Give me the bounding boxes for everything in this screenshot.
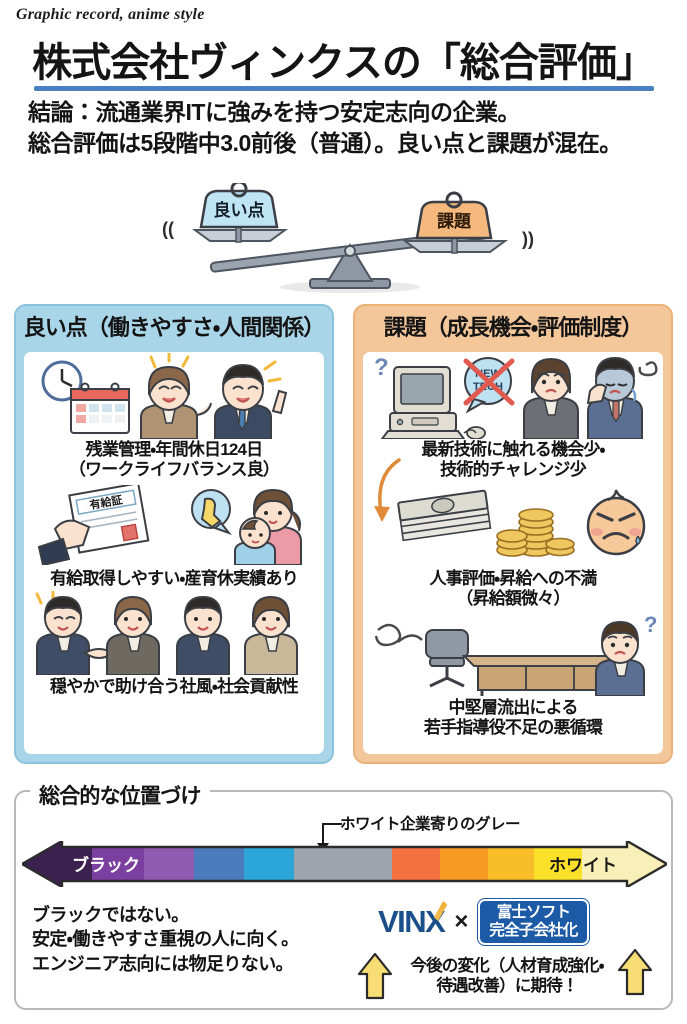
- callout-stem: [322, 823, 324, 845]
- spectrum-band-2: [144, 841, 194, 887]
- challenge-item-2-line1: 人事評価・昇給への不満: [429, 568, 598, 588]
- good-item-3: 穏やかで助け合う社風・社会貢献性: [24, 589, 324, 697]
- good-item-1-line2: （ワークライフバランス良）: [68, 460, 280, 480]
- times-symbol: ×: [454, 908, 469, 935]
- challenge-item-2: 人事評価・昇給への不満 （昇給額微々）: [363, 481, 663, 610]
- vinx-logo: VINX: [378, 901, 448, 940]
- panel-good-points: 良い点（働きやすさ・人間関係）: [14, 304, 334, 764]
- up-arrow-right-icon: [618, 948, 652, 996]
- good-item-3-line1: 穏やかで助け合う社風・社会貢献性: [50, 677, 299, 697]
- motion-mark-left: ((: [162, 219, 174, 239]
- balance-left-label: 良い点: [214, 200, 265, 220]
- spectrum-band-8: [488, 841, 534, 887]
- verdict-line-1: ブラックではない。: [32, 905, 189, 925]
- overall-position-legend: 総合的な位置づけ: [30, 780, 210, 810]
- challenge-item-3-text: 中堅層流出による 若手指導役不足の悪循環: [363, 698, 663, 739]
- company-logo-row: VINX × 富士ソフト 完全子会社化: [378, 899, 648, 945]
- spectrum-band-7: [440, 841, 488, 887]
- fujisoft-subsidiary-badge: 富士ソフト 完全子会社化: [478, 899, 589, 945]
- old-computer-new-tech-crossed-worried-people-icon: ? NEW: [363, 352, 663, 440]
- challenge-item-1-text: 最新技術に触れる機会少・ 技術的チャレンジ少: [363, 440, 663, 481]
- good-item-1-text: 残業管理・年間休日124日 （ワークライフバランス良）: [24, 440, 324, 481]
- good-item-2-text: 有給取得しやすい・産育休実績あり: [24, 569, 324, 589]
- spectrum-label-white: ホワイト: [549, 856, 617, 875]
- title-underline: [34, 86, 654, 91]
- challenge-item-2-line2: （昇給額微々）: [456, 589, 570, 609]
- good-item-1: 残業管理・年間休日124日 （ワークライフバランス良）: [24, 352, 324, 481]
- good-item-3-text: 穏やかで助け合う社風・社会貢献性: [24, 677, 324, 697]
- spectrum-band-1: [92, 841, 144, 887]
- badge-line-1: 富士ソフト: [496, 904, 571, 922]
- callout-rule: [322, 823, 342, 825]
- paid-leave-certificate-parent-baby-icon: 有給証: [24, 481, 324, 569]
- motion-mark-right: )): [522, 229, 534, 249]
- verdict-line-2: 安定・働きやすさ重視の人に向く。: [32, 929, 299, 950]
- spectrum-callout-label: ホワイト企業寄りのグレー: [340, 816, 521, 833]
- challenge-item-3: ? 中堅層流出による 若手指導役不足の悪循環: [363, 610, 663, 739]
- expect-line-2: 待遇改善）に期待！: [436, 977, 578, 996]
- handshake-team-icon: [24, 589, 324, 677]
- spectrum-band-3: [194, 841, 244, 887]
- verdict-line-3: エンジニア志向には物足りない。: [32, 953, 294, 974]
- loop-arrow-icon: [374, 458, 401, 522]
- clock-calendar-happy-people-icon: [24, 352, 324, 440]
- black-to-white-spectrum-chart: ブラック ホワイト: [19, 838, 670, 890]
- panel-challenges-body: ? NEW: [363, 352, 663, 754]
- verdict-text: ブラックではない。 安定・働きやすさ重視の人に向く。 エンジニア志向には物足りな…: [32, 903, 299, 976]
- expect-line-1: 今後の変化（人材育成強化・: [410, 957, 604, 975]
- svg-text:?: ?: [644, 612, 657, 637]
- summary-line-2: 総合評価は5段階中3.0前後（普通）。良い点と課題が混在。: [28, 129, 622, 156]
- panel-challenges-heading: 課題（成長機会・評価制度）: [383, 315, 643, 340]
- challenge-item-2-text: 人事評価・昇給への不満 （昇給額微々）: [363, 569, 663, 610]
- spectrum-band-5: [294, 841, 392, 887]
- summary-text: 結論：流通業界ITに強みを持つ安定志向の企業。 総合評価は5段階中3.0前後（普…: [28, 97, 668, 158]
- cash-coins-angry-face-icon: [363, 481, 663, 569]
- challenge-item-3-line1: 中堅層流出による: [448, 697, 578, 717]
- svg-text:?: ?: [374, 354, 389, 381]
- spectrum-band-9: [534, 841, 582, 887]
- good-item-1-line1: 残業管理・年間休日124日: [85, 440, 264, 459]
- up-arrow-left-icon: [358, 952, 392, 1000]
- vinx-logo-text: VINX: [378, 904, 446, 939]
- balance-right-label: 課題: [437, 212, 472, 231]
- challenge-item-1-line1: 最新技術に触れる機会少・: [421, 440, 605, 459]
- summary-line-1: 結論：流通業界ITに強みを持つ安定志向の企業。: [28, 99, 520, 125]
- panel-good-heading: 良い点（働きやすさ・人間関係）: [23, 315, 325, 340]
- future-expectation-text: 今後の変化（人材育成強化・ 待遇改善）に期待！: [392, 956, 622, 996]
- page-title: 株式会社ヴィンクスの「総合評価」: [32, 41, 656, 85]
- panel-challenges: 課題（成長機会・評価制度） ?: [353, 304, 673, 764]
- challenge-item-1: ? NEW: [363, 352, 663, 481]
- good-item-2: 有給証: [24, 481, 324, 589]
- badge-line-2: 完全子会社化: [489, 922, 578, 939]
- spectrum-band-6: [392, 841, 440, 887]
- panel-good-body: 残業管理・年間休日124日 （ワークライフバランス良） 有給証: [24, 352, 324, 754]
- balance-scale-illustration: 良い点 課題 (( )): [150, 183, 550, 293]
- spectrum-label-black: ブラック: [72, 855, 140, 875]
- challenge-item-1-line2: 技術的チャレンジ少: [440, 460, 586, 480]
- challenge-item-3-line2: 若手指導役不足の悪循環: [423, 717, 603, 737]
- good-item-2-line1: 有給取得しやすい・産育休実績あり: [50, 568, 299, 588]
- spectrum-band-4: [244, 841, 294, 887]
- empty-desk-chair-confused-young-worker-icon: ?: [363, 610, 663, 698]
- kicker-label: Graphic record, anime style: [16, 6, 205, 23]
